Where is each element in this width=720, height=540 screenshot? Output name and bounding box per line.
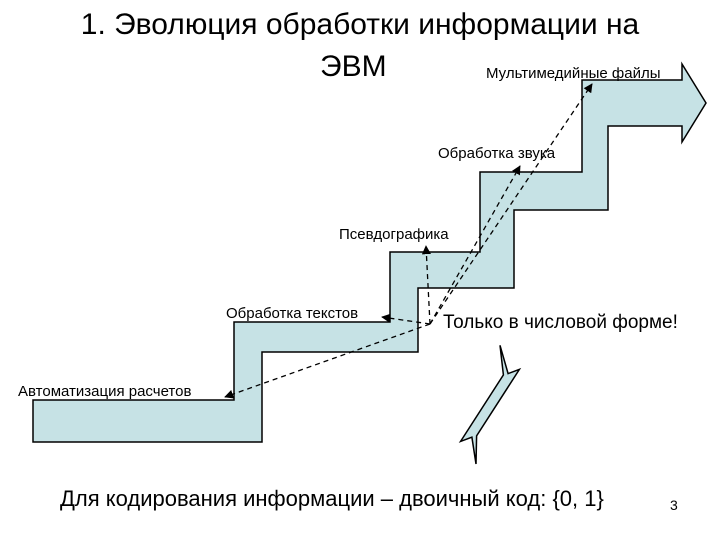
double-headed-arrow: [458, 345, 522, 465]
binary-code-text: Для кодирования информации – двоичный ко…: [60, 486, 604, 511]
label-text-processing: Обработка текстов: [226, 305, 359, 322]
dashed-arrow-to-texts: [381, 313, 431, 325]
dashed-arrows: [224, 83, 593, 399]
dashed-arrow-to-pseudographics: [421, 245, 431, 325]
label-calculation-automation: Автоматизация расчетов: [18, 383, 192, 400]
dashed-arrow-to-calculations: [224, 323, 431, 399]
numeric-form-note: Только в числовой форме!: [443, 312, 678, 333]
page-number: 3: [670, 497, 678, 513]
label-multimedia-files: Мультимедийные файлы: [486, 65, 661, 82]
title-line-1: 1. Эволюция обработки информации на: [80, 8, 640, 41]
label-sound-processing: Обработка звука: [438, 145, 556, 162]
label-pseudographics: Псевдографика: [339, 226, 449, 243]
title-line-2: ЭВМ: [320, 50, 387, 83]
dashed-arrow-to-multimedia: [429, 83, 593, 325]
staircase-arrow: [32, 61, 707, 443]
dashed-arrow-to-sound: [429, 165, 521, 325]
